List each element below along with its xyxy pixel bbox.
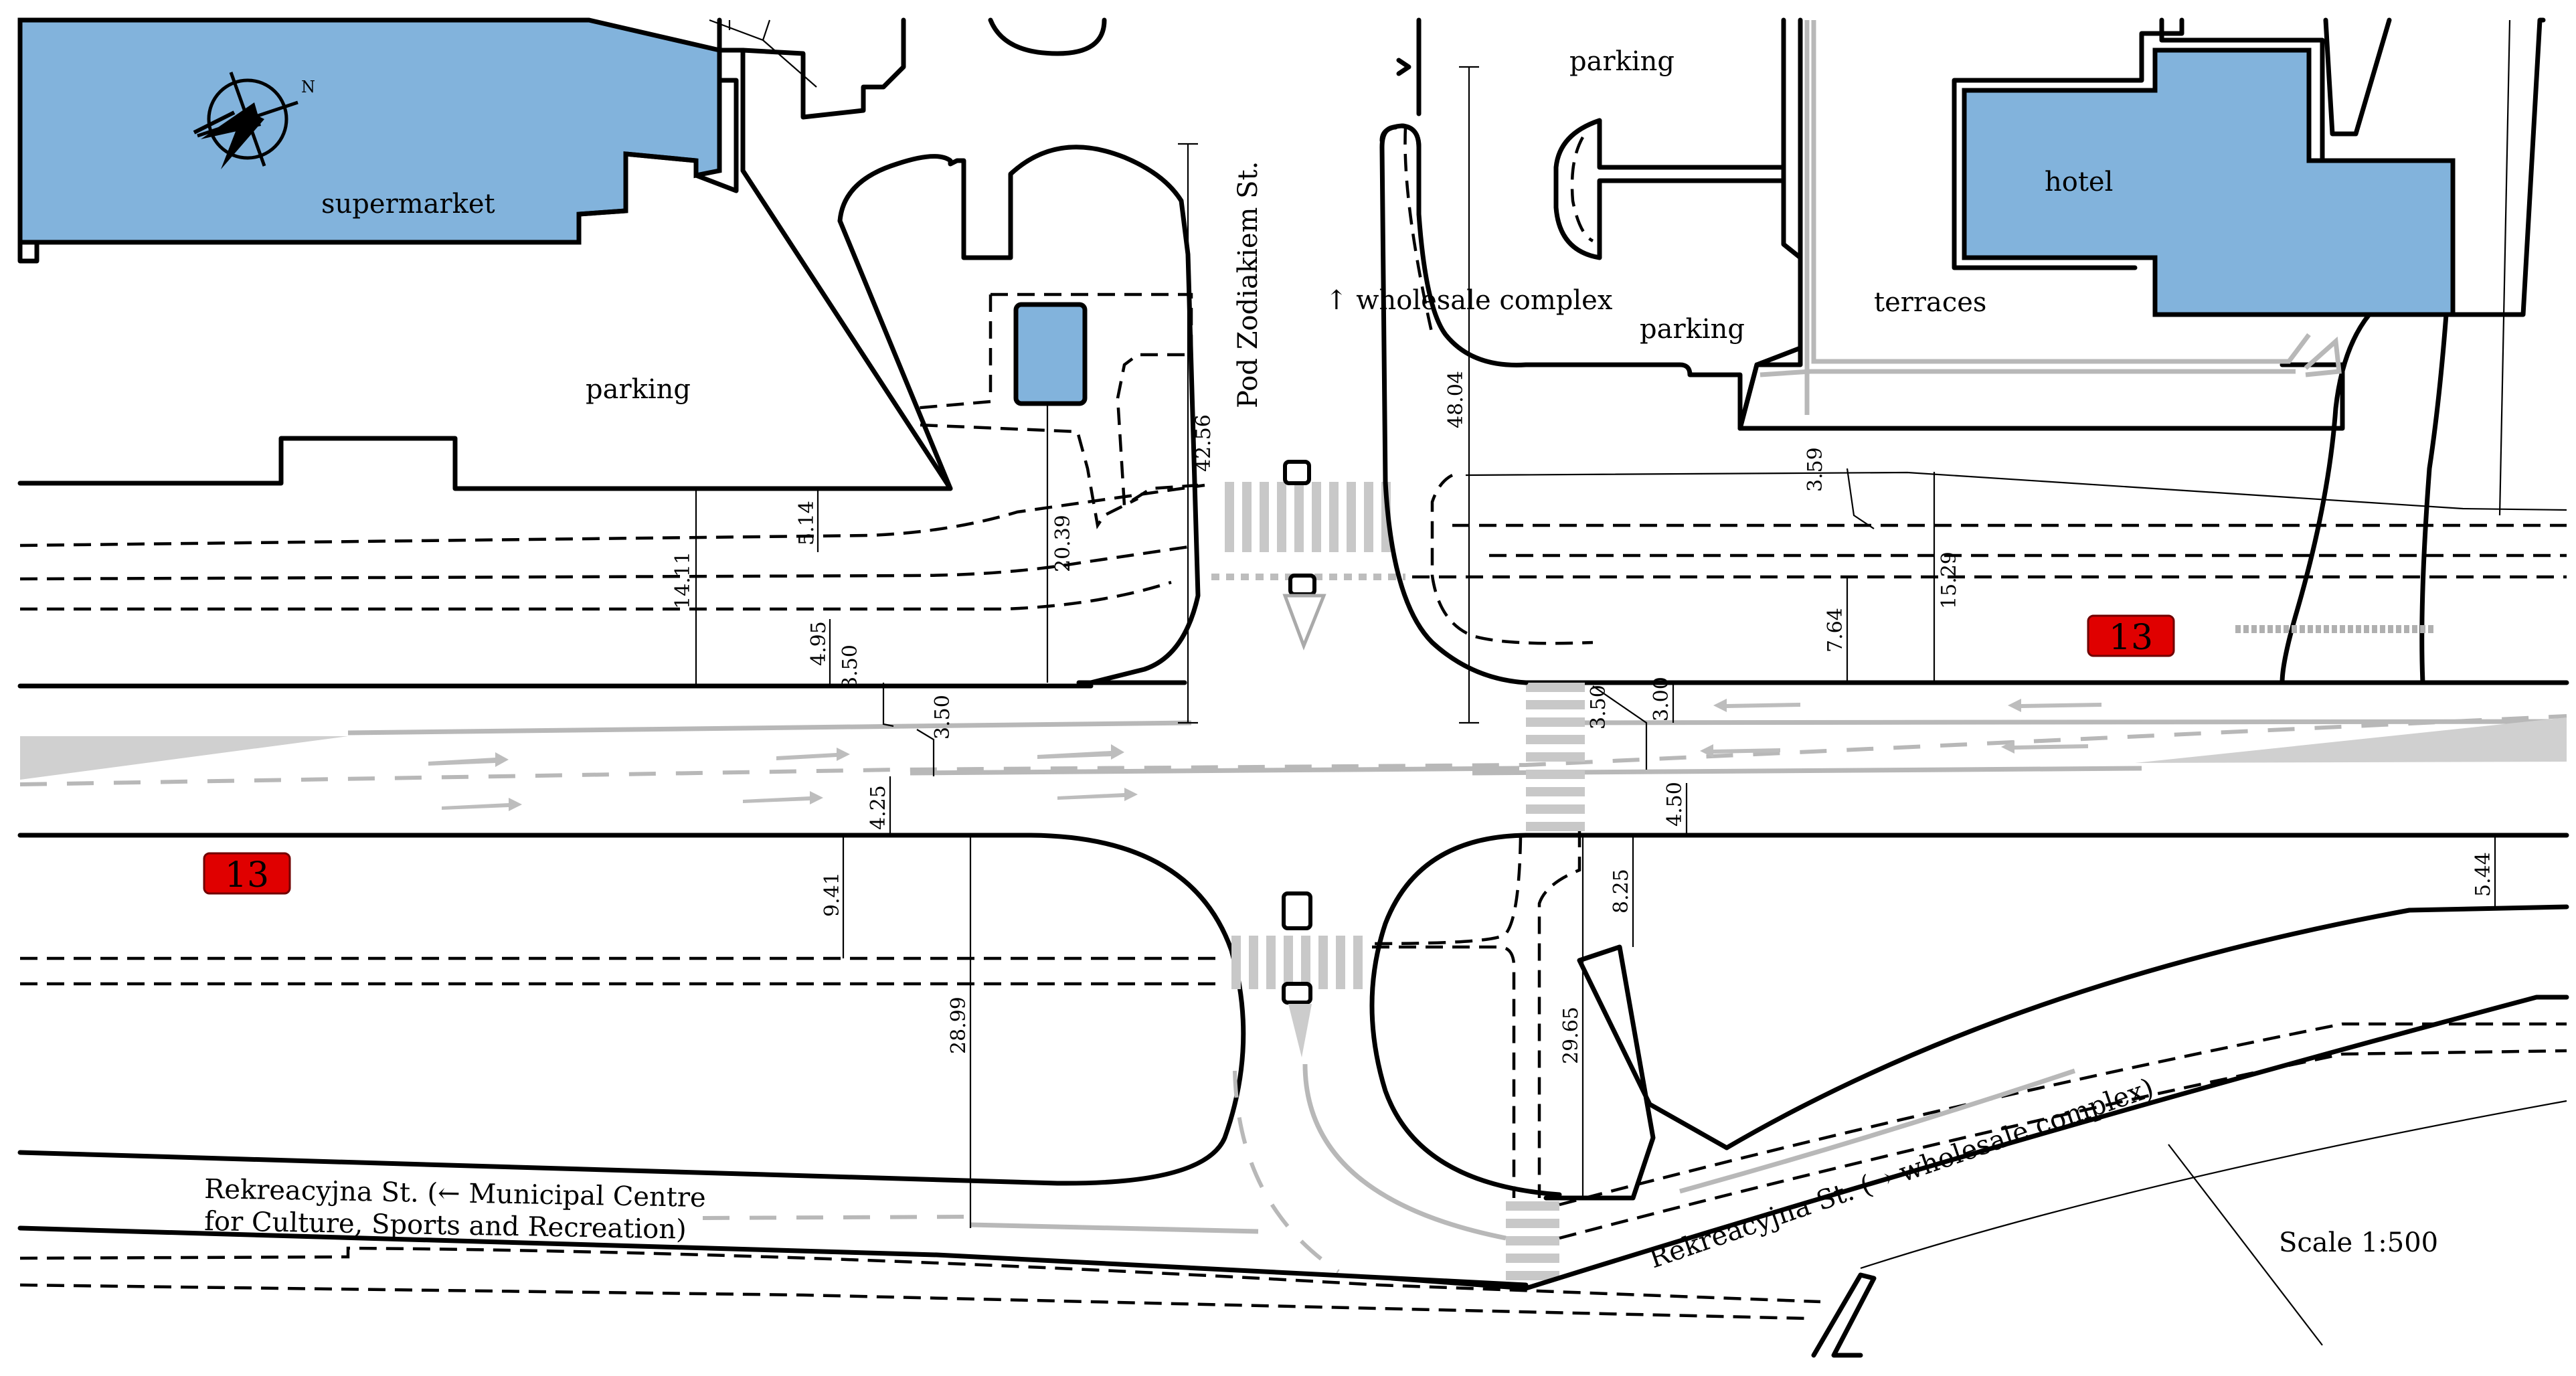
dim-3-50-c: 3.50 bbox=[1587, 685, 1610, 729]
dim-5-44: 5.44 bbox=[2472, 852, 2495, 897]
route-number: 13 bbox=[225, 855, 269, 895]
rekreacyjna-south bbox=[1523, 995, 2569, 1291]
label-supermarket: supermarket bbox=[321, 189, 495, 220]
road-lane-left bbox=[910, 766, 1520, 776]
dim-3-50-b: 3.50 bbox=[931, 695, 954, 740]
route-number: 13 bbox=[2109, 618, 2153, 658]
rekreacyjna-gray-2 bbox=[1302, 1063, 1507, 1241]
dim-20-39: 20.39 bbox=[1051, 515, 1075, 572]
parking-lane-dash-2 bbox=[913, 294, 1139, 529]
road-centerline-mid bbox=[19, 714, 2567, 786]
road-right-approach bbox=[2280, 17, 2546, 685]
central-road-west-edge bbox=[1379, 123, 1529, 685]
lane-dash-s3 bbox=[1372, 945, 1516, 1198]
dim-4-25: 4.25 bbox=[867, 785, 890, 830]
label-terraces: terraces bbox=[1874, 287, 1986, 318]
refuge-bottom-2 bbox=[1282, 982, 1312, 1005]
dim-7-64: 7.64 bbox=[1824, 608, 1847, 653]
svg-text:N: N bbox=[301, 78, 315, 96]
hatch-right bbox=[2135, 717, 2567, 763]
refuge-mid bbox=[1288, 574, 1316, 596]
label-parking-left: parking bbox=[586, 374, 691, 405]
crosswalk-bottom-right bbox=[1506, 1201, 1559, 1280]
label-rekreacyjna-left-2: for Culture, Sports and Recreation) bbox=[204, 1206, 687, 1245]
refuge-triangle bbox=[1282, 594, 1326, 651]
dimension-lines bbox=[695, 66, 2496, 1228]
dim-28-99: 28.99 bbox=[947, 997, 970, 1054]
rekreacyjna-gray-dash bbox=[1233, 1070, 1340, 1274]
crosswalk-right-vertical bbox=[1526, 683, 1585, 831]
central-dash-2 bbox=[1403, 126, 1434, 335]
lane-dash-n2 bbox=[19, 543, 1199, 581]
dim-3-59: 3.59 bbox=[1804, 447, 1827, 492]
tick bbox=[1396, 58, 1411, 76]
southwest-road-upper bbox=[17, 1225, 1529, 1288]
label-scale: Scale 1:500 bbox=[2279, 1227, 2438, 1258]
right-approach-gray bbox=[2304, 336, 2342, 377]
lane-dash-n3 bbox=[20, 580, 1172, 611]
rekreacyjna-gray bbox=[1679, 1068, 2076, 1194]
rekreacyjna-gray-dash-left bbox=[702, 1215, 971, 1220]
terraces-inner bbox=[1811, 20, 2311, 364]
dim-9-41: 9.41 bbox=[821, 872, 844, 917]
crosswalk-bottom bbox=[1231, 936, 1363, 989]
route-shield-left: 13 bbox=[203, 852, 291, 895]
crosswalk-top bbox=[1225, 482, 1391, 552]
top-structure-small bbox=[988, 17, 1107, 56]
label-parking-top: parking bbox=[1569, 46, 1675, 77]
supermarket-parking-boundary bbox=[17, 48, 953, 491]
label-parking-mid: parking bbox=[1640, 314, 1745, 345]
route-shield-right: 13 bbox=[2087, 614, 2175, 658]
lane-dash-s4 bbox=[1371, 836, 1523, 946]
dim-4-95: 4.95 bbox=[807, 621, 831, 666]
small-building bbox=[1013, 302, 1088, 406]
hatch-left bbox=[20, 736, 348, 780]
dim-5-14: 5.14 bbox=[795, 501, 819, 545]
lane-arrows bbox=[428, 699, 2101, 811]
road-south-edge-right bbox=[1369, 833, 2569, 1197]
hotel-outline bbox=[1952, 17, 2392, 270]
dim-8-25: 8.25 bbox=[1610, 869, 1633, 914]
south-fence bbox=[1860, 1100, 2567, 1270]
rekreacyjna-gray-left bbox=[970, 1222, 1259, 1234]
dim-14-11: 14.11 bbox=[671, 551, 695, 609]
dim-48-04: 48.04 bbox=[1444, 371, 1468, 428]
label-pod-zodiakiem: Pod Zodiakiem St. bbox=[1233, 161, 1264, 408]
lane-dash-n1 bbox=[19, 483, 1205, 547]
label-rekreacyjna-right: Rekreacyjna St. (→ wholesale complex) bbox=[1645, 1072, 2158, 1274]
rekreacyjna-island bbox=[1543, 944, 1729, 1201]
dim-29-65: 29.65 bbox=[1559, 1007, 1583, 1064]
road-south-edge-left bbox=[17, 833, 1246, 1186]
terraces-inner-2 bbox=[1759, 369, 2296, 377]
southwest-dash-2 bbox=[19, 1283, 1808, 1320]
refuge-triangle-2 bbox=[1288, 1004, 1312, 1057]
road-lane-right bbox=[1532, 719, 2567, 725]
dim-15-29: 15.29 bbox=[1938, 551, 1961, 609]
central-island-left bbox=[837, 145, 1201, 685]
refuge-bottom bbox=[1282, 891, 1312, 930]
crosswalks bbox=[1225, 482, 1585, 1280]
lane-dash-s5 bbox=[1537, 830, 1581, 1198]
label-wholesale-complex: ↑ wholesale complex bbox=[1325, 285, 1613, 316]
dim-4-50: 4.50 bbox=[1663, 782, 1687, 827]
road-centerline-left bbox=[347, 720, 1192, 736]
refuge-top bbox=[1283, 460, 1311, 485]
dim-3-50-a: 3.50 bbox=[839, 644, 862, 689]
scale-leader bbox=[2168, 1144, 2323, 1346]
central-island-left-edge bbox=[837, 218, 953, 491]
central-dash bbox=[1430, 473, 1594, 645]
label-hotel: hotel bbox=[2045, 167, 2113, 197]
dim-3-00: 3.00 bbox=[1650, 677, 1673, 721]
central-road-east-edge bbox=[1379, 17, 1810, 431]
fence-line bbox=[1465, 471, 2567, 511]
parking-dash-circle bbox=[1570, 136, 1594, 243]
right-fence bbox=[2498, 19, 2511, 516]
dim-42-56: 42.56 bbox=[1192, 414, 1215, 472]
hotel-building bbox=[1962, 48, 2456, 317]
rekreacyjna-north bbox=[1724, 904, 2569, 1150]
compass-icon: N bbox=[193, 72, 315, 169]
top-structure bbox=[717, 17, 906, 120]
southwest-dash-1 bbox=[19, 1246, 1821, 1304]
